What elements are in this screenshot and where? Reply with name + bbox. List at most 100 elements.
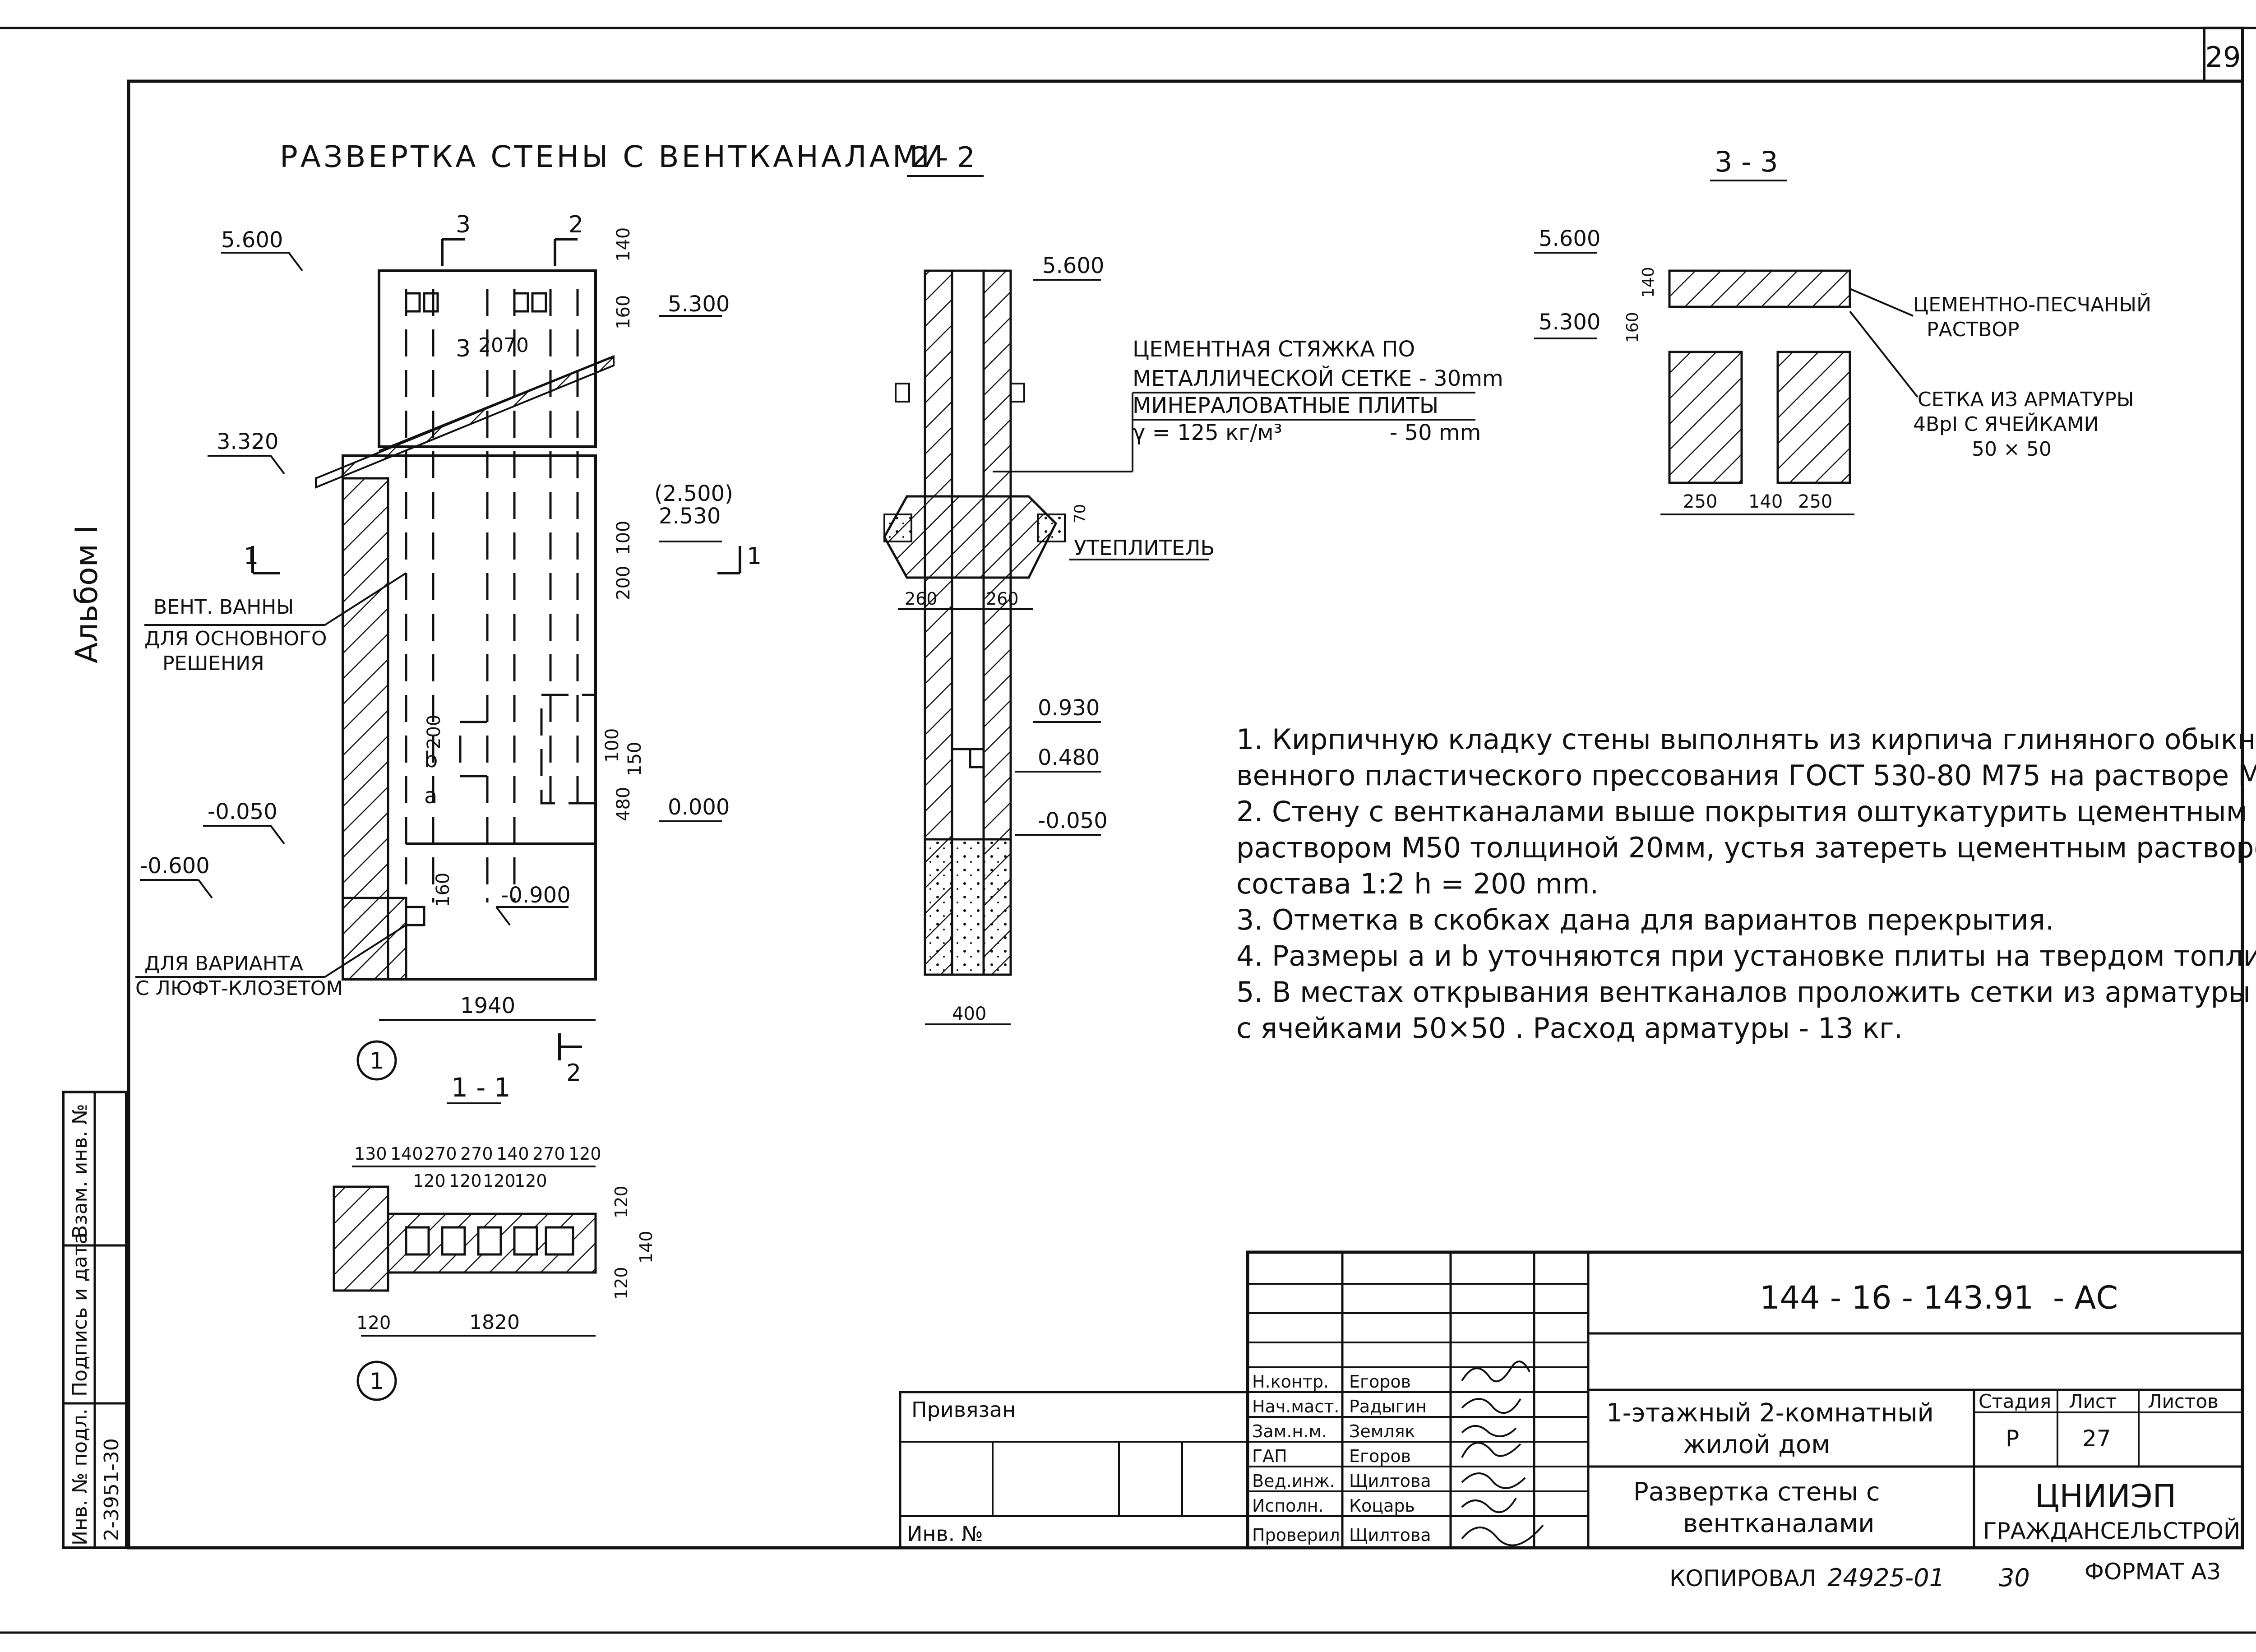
elev-dim-100b: 100 [602,728,623,763]
cut-label-2-top: 2 [569,211,583,238]
sheet-name-line2: вентканалами [1683,1509,1875,1538]
cut-label-1-right: 1 [747,543,762,570]
note-line-7: 5. В местах открывания вентканалов проло… [1236,976,2256,1009]
s11-top-dim-4: 140 [496,1144,529,1164]
stage-header: Стадия [1979,1390,2051,1412]
role-5: Исполн. [1252,1496,1324,1516]
note-line-0: 1. Кирпичную кладку стены выполнять из к… [1236,723,2256,756]
s11-sec-dim-0: 120 [413,1171,446,1191]
s11-sec-dim-2: 120 [483,1171,516,1191]
s11-side-dim-1: 140 [636,1231,656,1263]
s22-layer-3: γ = 125 кг/м³ [1133,420,1282,445]
copied-label: КОПИРОВАЛ [1669,1565,1816,1592]
privyazan-label: Привязан [911,1397,1016,1422]
name-4: Щилтова [1349,1471,1431,1491]
note-line-2: 2. Стену с вентканалами выше покрытия ош… [1236,795,2247,828]
elevation-view: РАЗВЕРТКА СТЕНЫ С ВЕНТКАНАЛАМИ [135,139,943,1087]
cut-label-3-low: 3 [456,335,471,362]
elev-dim-200b: 200 [424,715,444,749]
wall-hatch-left [342,477,389,981]
object-name-line1: 1-этажный 2-комнатный [1606,1398,1934,1428]
axis-marker-s11 [356,1360,397,1401]
s22-mark-0930: 0.930 [1038,695,1100,721]
s33-mark-5300: 5.300 [1539,310,1600,335]
inv-podl-label: Инв. № подл. [69,1408,92,1546]
role-0: Н.контр. [1252,1372,1329,1392]
variant-note-line2: С ЛЮФТ-КЛОЗЕТОМ [135,977,343,1000]
s22-dim-260b: 260 [986,589,1019,609]
axis-marker-elev [356,1040,397,1081]
copy-sheet: 30 [1999,1564,2030,1592]
s11-top-dim-6: 120 [569,1144,601,1164]
name-2: Земляк [1349,1421,1415,1441]
sheet-header: Лист [2069,1390,2117,1412]
elev-dim-b: b [424,747,438,773]
s22-dim-70: 70 [1071,504,1089,523]
s33-dim-160: 160 [1623,312,1642,343]
elev-dim-100: 100 [613,521,634,555]
name-5: Коцарь [1349,1496,1415,1516]
vzam-label: Взам. инв. № [69,1104,92,1239]
note-line-5: 3. Отметка в скобках дана для вариантов … [1236,903,2054,936]
role-4: Вед.инж. [1252,1471,1335,1491]
s22-layer-4: - 50 mm [1390,420,1481,445]
s11-top-dim-3: 270 [460,1144,493,1164]
elev-dim-140: 140 [613,227,634,262]
cut-label-3-top: 3 [456,211,471,238]
project-suffix: - АС [2053,1279,2118,1316]
stage-value: Р [2006,1425,2019,1452]
page-number: 29 [2205,41,2241,74]
sheet-name-line1: Развертка стены с [1633,1477,1880,1507]
section-3-3: 3 - 3 5.600 5.300 250 140 250 160 140 ЦЕ… [1534,145,2151,515]
section-1-1: 1 - 1 130 140 270 270 140 270 120 120 12… [333,1072,656,1401]
elev-mark-m0600: -0.600 [140,853,210,879]
s33-mesh-line3: 50 × 50 [1972,438,2052,461]
s22-layer-2: МИНЕРАЛОВАТНЫЕ ПЛИТЫ [1133,393,1438,418]
vent-note-line3: РЕШЕНИЯ [162,652,264,675]
foundation-hatch [342,897,407,981]
s33-dim-140: 140 [1748,491,1783,512]
vent-note-line1: ВЕНТ. ВАННЫ [153,596,294,619]
elev-dim-2070: 2070 [478,334,529,357]
section-2-2: 2 - 2 5.600 0.930 0.480 -0.050 260 260 4… [883,141,1503,1025]
section-1-1-title: 1 - 1 [451,1072,511,1103]
sheets-header: Листов [2148,1390,2219,1412]
format-label: ФОРМАТ А3 [2085,1559,2221,1585]
s22-layer-0: ЦЕМЕНТНАЯ СТЯЖКА ПО [1133,337,1415,362]
section-3-3-title: 3 - 3 [1715,145,1778,178]
elev-dim-150: 150 [624,742,645,776]
s22-mark-5600: 5.600 [1042,253,1104,278]
podpis-label: Подпись и дата [69,1232,92,1397]
elev-dim-a: a [424,783,437,809]
s33-mesh-line2: 4ВрI С ЯЧЕЙКАМИ [1913,412,2099,436]
s22-insulation: УТЕПЛИТЕЛЬ [1074,536,1215,560]
s33-mortar-line1: ЦЕМЕНТНО-ПЕСЧАНЫЙ [1913,292,2151,316]
org-line1: ЦНИИЭП [2035,1478,2176,1515]
page-number-box [2203,27,2244,83]
elev-mark-m0050: -0.050 [208,799,277,824]
name-0: Егоров [1349,1372,1411,1392]
signatures [1461,1360,1544,1546]
elev-mark-5300: 5.300 [668,292,730,317]
cut-label-1-left: 1 [244,543,259,570]
elev-mark-m0900: -0.900 [501,883,571,908]
s11-bottom-dim-0: 120 [356,1313,391,1333]
axis-label-s11: 1 [370,1368,384,1394]
object-name-line2: жилой дом [1683,1430,1830,1459]
s11-side-dim-0: 120 [611,1185,631,1218]
note-line-6: 4. Размеры a и b уточняются при установк… [1236,939,2256,972]
s11-side-dim-2: 120 [611,1267,631,1300]
s11-top-dim-5: 270 [532,1144,565,1164]
s22-layer-1: МЕТАЛЛИЧЕСКОЙ СЕТКЕ - 30mm [1133,366,1503,391]
elev-mark-0000: 0.000 [668,795,730,820]
elev-dim-200a: 200 [613,566,634,600]
elev-dim-160: 160 [613,295,634,329]
note-line-1: венного пластического прессования ГОСТ 5… [1236,759,2256,792]
s33-mesh-line1: СЕТКА ИЗ АРМАТУРЫ [1918,388,2134,411]
s11-top-dim-2: 270 [424,1144,457,1164]
project-code: 144 - 16 - 143.91 [1760,1279,2034,1316]
s11-bottom-dim-1: 1820 [469,1311,520,1334]
elev-dim-1940: 1940 [460,993,515,1018]
s11-sec-dim-3: 120 [514,1171,547,1191]
